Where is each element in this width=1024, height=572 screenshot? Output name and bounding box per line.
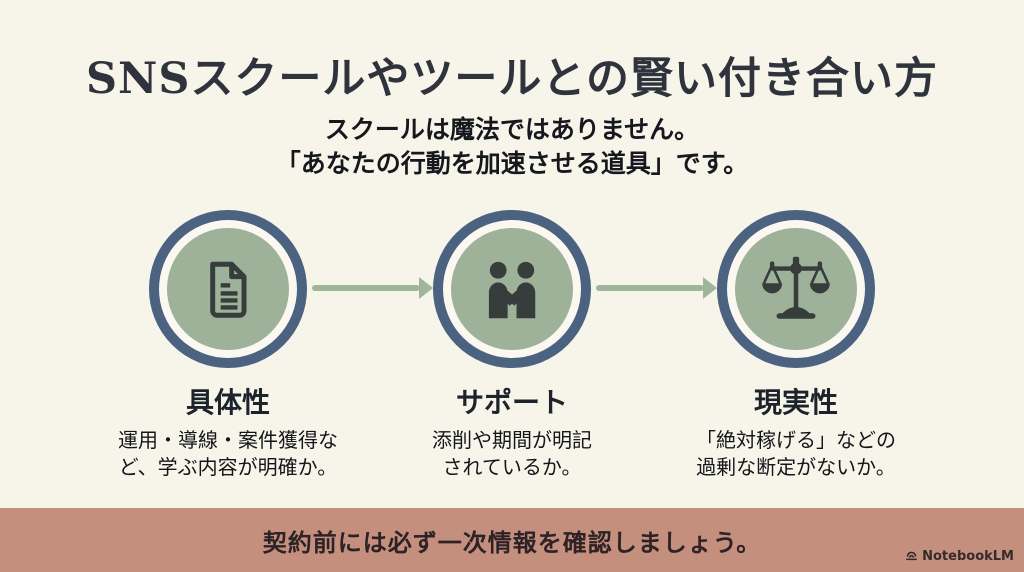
pillar-circle [149, 210, 307, 368]
pillar-description: 「絶対稼げる」などの 過剰な断定がないか。 [656, 427, 936, 481]
pillar-circle [433, 210, 591, 368]
handshake-icon [488, 261, 536, 319]
pillar-support: サポート 添削や期間が明記 されているか。 [372, 210, 652, 481]
pillar-label: サポート [455, 386, 568, 419]
pillar-circle-core [735, 228, 857, 350]
arrow-right-icon [312, 277, 433, 299]
pillar-description: 添削や期間が明記 されているか。 [372, 427, 652, 481]
pillar-description-line-2: されているか。 [442, 455, 582, 479]
pillar-circle-core [451, 228, 573, 350]
subtitle-line-1: スクールは魔法ではありません。 [324, 115, 700, 144]
subtitle: スクールは魔法ではありません。 「あなたの行動を加速させる道具」です。 [0, 113, 1024, 181]
subtitle-line-2: 「あなたの行動を加速させる道具」です。 [275, 149, 749, 178]
pillar-description-line-1: 「絶対稼げる」などの [696, 428, 896, 452]
pillar-description-line-2: 過剰な断定がないか。 [696, 455, 896, 479]
pillar-circle [717, 210, 875, 368]
footer-message: 契約前には必ず一次情報を確認しましょう。 [262, 528, 762, 557]
pillar-concreteness: 具体性 運用・導線・案件獲得な ど、学ぶ内容が明確か。 [88, 210, 368, 481]
scales-icon [762, 256, 830, 319]
footer-bar: 契約前には必ず一次情報を確認しましょう。 [0, 508, 1024, 572]
pillar-realism: 現実性 「絶対稼げる」などの 過剰な断定がないか。 [656, 210, 936, 481]
pillar-circle-core [167, 228, 289, 350]
arrow-head-icon [419, 277, 433, 299]
pillar-label: 現実性 [753, 386, 838, 419]
pillar-description-line-1: 添削や期間が明記 [432, 428, 592, 452]
watermark-text: NotebookLM [922, 549, 1014, 564]
pillar-description-line-2: ど、学ぶ内容が明確か。 [118, 455, 338, 479]
page-title: SNSスクールやツールとの賢い付き合い方 [86, 54, 938, 104]
watermark: NotebookLM [905, 549, 1014, 564]
pillar-label: 具体性 [185, 386, 270, 419]
arrow-head-icon [703, 277, 717, 299]
pillar-description-line-1: 運用・導線・案件獲得な [118, 428, 338, 452]
arrow-right-icon [596, 277, 717, 299]
notebooklm-logo-icon [906, 551, 918, 561]
pillar-description: 運用・導線・案件獲得な ど、学ぶ内容が明確か。 [88, 427, 368, 481]
document-icon [210, 261, 247, 318]
